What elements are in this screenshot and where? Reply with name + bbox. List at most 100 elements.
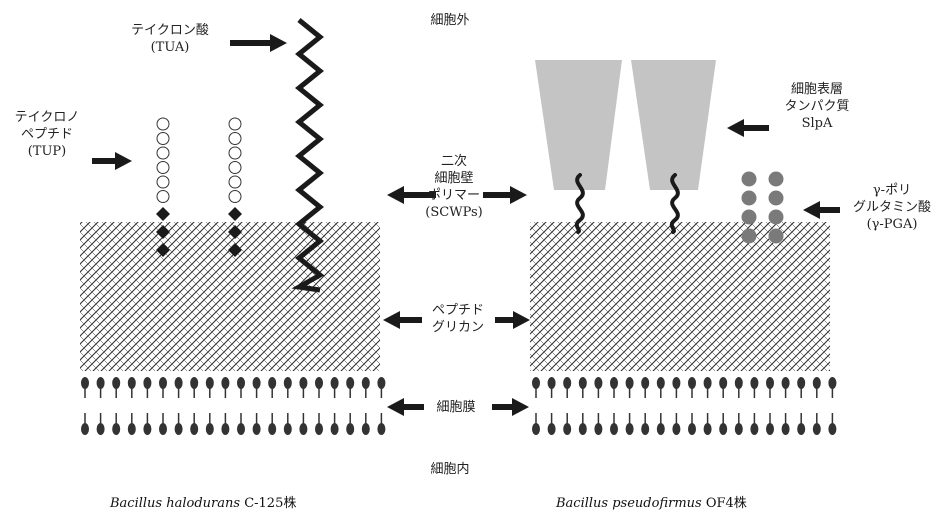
lipid-head bbox=[283, 377, 292, 389]
lipid-head bbox=[812, 423, 821, 435]
pga-monomer-circle bbox=[741, 228, 757, 244]
tup-peptide-diamond bbox=[228, 207, 242, 221]
right-species-caption: Bacillus pseudofirmus OF4株 bbox=[556, 492, 747, 511]
slpa-protein-shape bbox=[535, 60, 622, 190]
tup-label-line: テイクロノ bbox=[14, 110, 80, 125]
pga-monomer-circle bbox=[768, 171, 784, 187]
pga-monomer-circle bbox=[768, 228, 784, 244]
scwp-label-line: (SCWPs) bbox=[425, 205, 483, 220]
tup-label-line: (TUP) bbox=[27, 144, 67, 159]
lipid-head bbox=[610, 377, 618, 389]
lipid-head bbox=[812, 377, 821, 389]
lipid-head bbox=[797, 377, 806, 389]
lipid-head bbox=[221, 423, 230, 435]
lipid-head bbox=[252, 377, 261, 389]
lipid-head bbox=[563, 423, 572, 435]
lipid-head bbox=[578, 423, 587, 435]
pga-arrow bbox=[803, 201, 840, 219]
tup-sugar-circle bbox=[228, 161, 242, 174]
left-cell-membrane bbox=[81, 377, 386, 435]
tua-label-line: (TUA) bbox=[150, 40, 190, 55]
tup-label: テイクロノ ペプチド (TUP) bbox=[2, 109, 92, 160]
scwp-label-line: ポリマー bbox=[427, 188, 480, 203]
tup-sugar-circle bbox=[156, 161, 170, 174]
pga-chain bbox=[741, 171, 757, 244]
lipid-head bbox=[268, 423, 277, 435]
lipid-head bbox=[547, 423, 556, 435]
lipid-head bbox=[174, 423, 183, 435]
teichuronic-acid-chain bbox=[291, 18, 325, 293]
lipid-head bbox=[377, 423, 386, 435]
lipid-head bbox=[346, 423, 355, 435]
lipid-head bbox=[719, 377, 728, 389]
tup-peptide-diamond bbox=[156, 243, 170, 257]
lipid-head bbox=[174, 377, 183, 389]
lipid-head bbox=[532, 423, 540, 435]
slpa-label: 細胞表層 タンパク質 SlpA bbox=[772, 81, 862, 132]
tua-arrow bbox=[230, 34, 287, 52]
tup-sugar-circle bbox=[228, 117, 242, 131]
right-strain-name: OF4株 bbox=[705, 496, 747, 511]
membrane-label: 細胞膜 bbox=[436, 400, 476, 415]
lipid-head bbox=[828, 423, 837, 435]
pg-arrow-right bbox=[495, 311, 530, 329]
lipid-head bbox=[563, 377, 572, 389]
pga-monomer-circle bbox=[768, 190, 784, 206]
pga-label-line: (γ-PGA) bbox=[866, 217, 918, 232]
lipid-head bbox=[703, 423, 712, 435]
lipid-head bbox=[734, 377, 743, 389]
lipid-head bbox=[532, 377, 540, 389]
scwp-arrow-right bbox=[483, 186, 527, 204]
tup-sugar-circle bbox=[228, 132, 242, 145]
left-species-caption: Bacillus halodurans C-125株 bbox=[110, 492, 296, 511]
pg-arrow-left bbox=[383, 311, 422, 329]
lipid-head bbox=[734, 423, 743, 435]
lipid-head bbox=[315, 377, 323, 389]
lipid-head bbox=[641, 423, 650, 435]
slpa-label-line: 細胞表層 bbox=[790, 82, 843, 97]
scwp-squiggle bbox=[669, 173, 680, 234]
lipid-head bbox=[283, 423, 292, 435]
scwp-label-line: 細胞壁 bbox=[434, 171, 474, 186]
lipid-head bbox=[797, 423, 806, 435]
tup-peptide-diamond bbox=[156, 207, 170, 221]
slpa-label-line: SlpA bbox=[801, 116, 833, 131]
right-cell-membrane bbox=[532, 377, 837, 435]
pga-monomer-circle bbox=[768, 209, 784, 225]
lipid-head bbox=[656, 423, 665, 435]
lipid-head bbox=[688, 423, 696, 435]
lipid-head bbox=[547, 377, 556, 389]
lipid-head bbox=[205, 377, 214, 389]
lipid-head bbox=[578, 377, 587, 389]
tup-peptide-diamond bbox=[228, 243, 242, 257]
lipid-head bbox=[750, 423, 759, 435]
slpa-arrow bbox=[727, 119, 769, 137]
lipid-head bbox=[159, 377, 167, 389]
lipid-head bbox=[330, 377, 339, 389]
lipid-head bbox=[656, 377, 665, 389]
teichuronopeptide-chain bbox=[228, 117, 242, 257]
peptidoglycan-label-line: ペプチド bbox=[431, 303, 484, 318]
lipid-head bbox=[594, 377, 603, 389]
lipid-head bbox=[112, 377, 121, 389]
lipid-head bbox=[143, 377, 152, 389]
tup-sugar-circle bbox=[228, 175, 242, 189]
tua-label: テイクロン酸 (TUA) bbox=[110, 22, 230, 56]
pga-chain bbox=[768, 171, 784, 244]
pga-monomer-circle bbox=[741, 171, 757, 187]
right-peptidoglycan-layer bbox=[530, 222, 830, 371]
lipid-head bbox=[330, 423, 339, 435]
pga-label-line: γ-ポリ bbox=[872, 183, 912, 198]
membrane-arrow-left bbox=[387, 398, 424, 416]
pga-monomer-circle bbox=[741, 209, 757, 225]
lipid-head bbox=[96, 423, 105, 435]
tup-sugar-circle bbox=[156, 175, 170, 189]
lipid-head bbox=[112, 423, 121, 435]
lipid-head bbox=[688, 377, 696, 389]
lipid-head bbox=[766, 423, 774, 435]
membrane-arrow-right bbox=[492, 398, 529, 416]
left-species-name: Bacillus halodurans bbox=[110, 496, 241, 511]
intracellular-label: 細胞内 bbox=[430, 462, 470, 477]
lipid-head bbox=[672, 377, 681, 389]
